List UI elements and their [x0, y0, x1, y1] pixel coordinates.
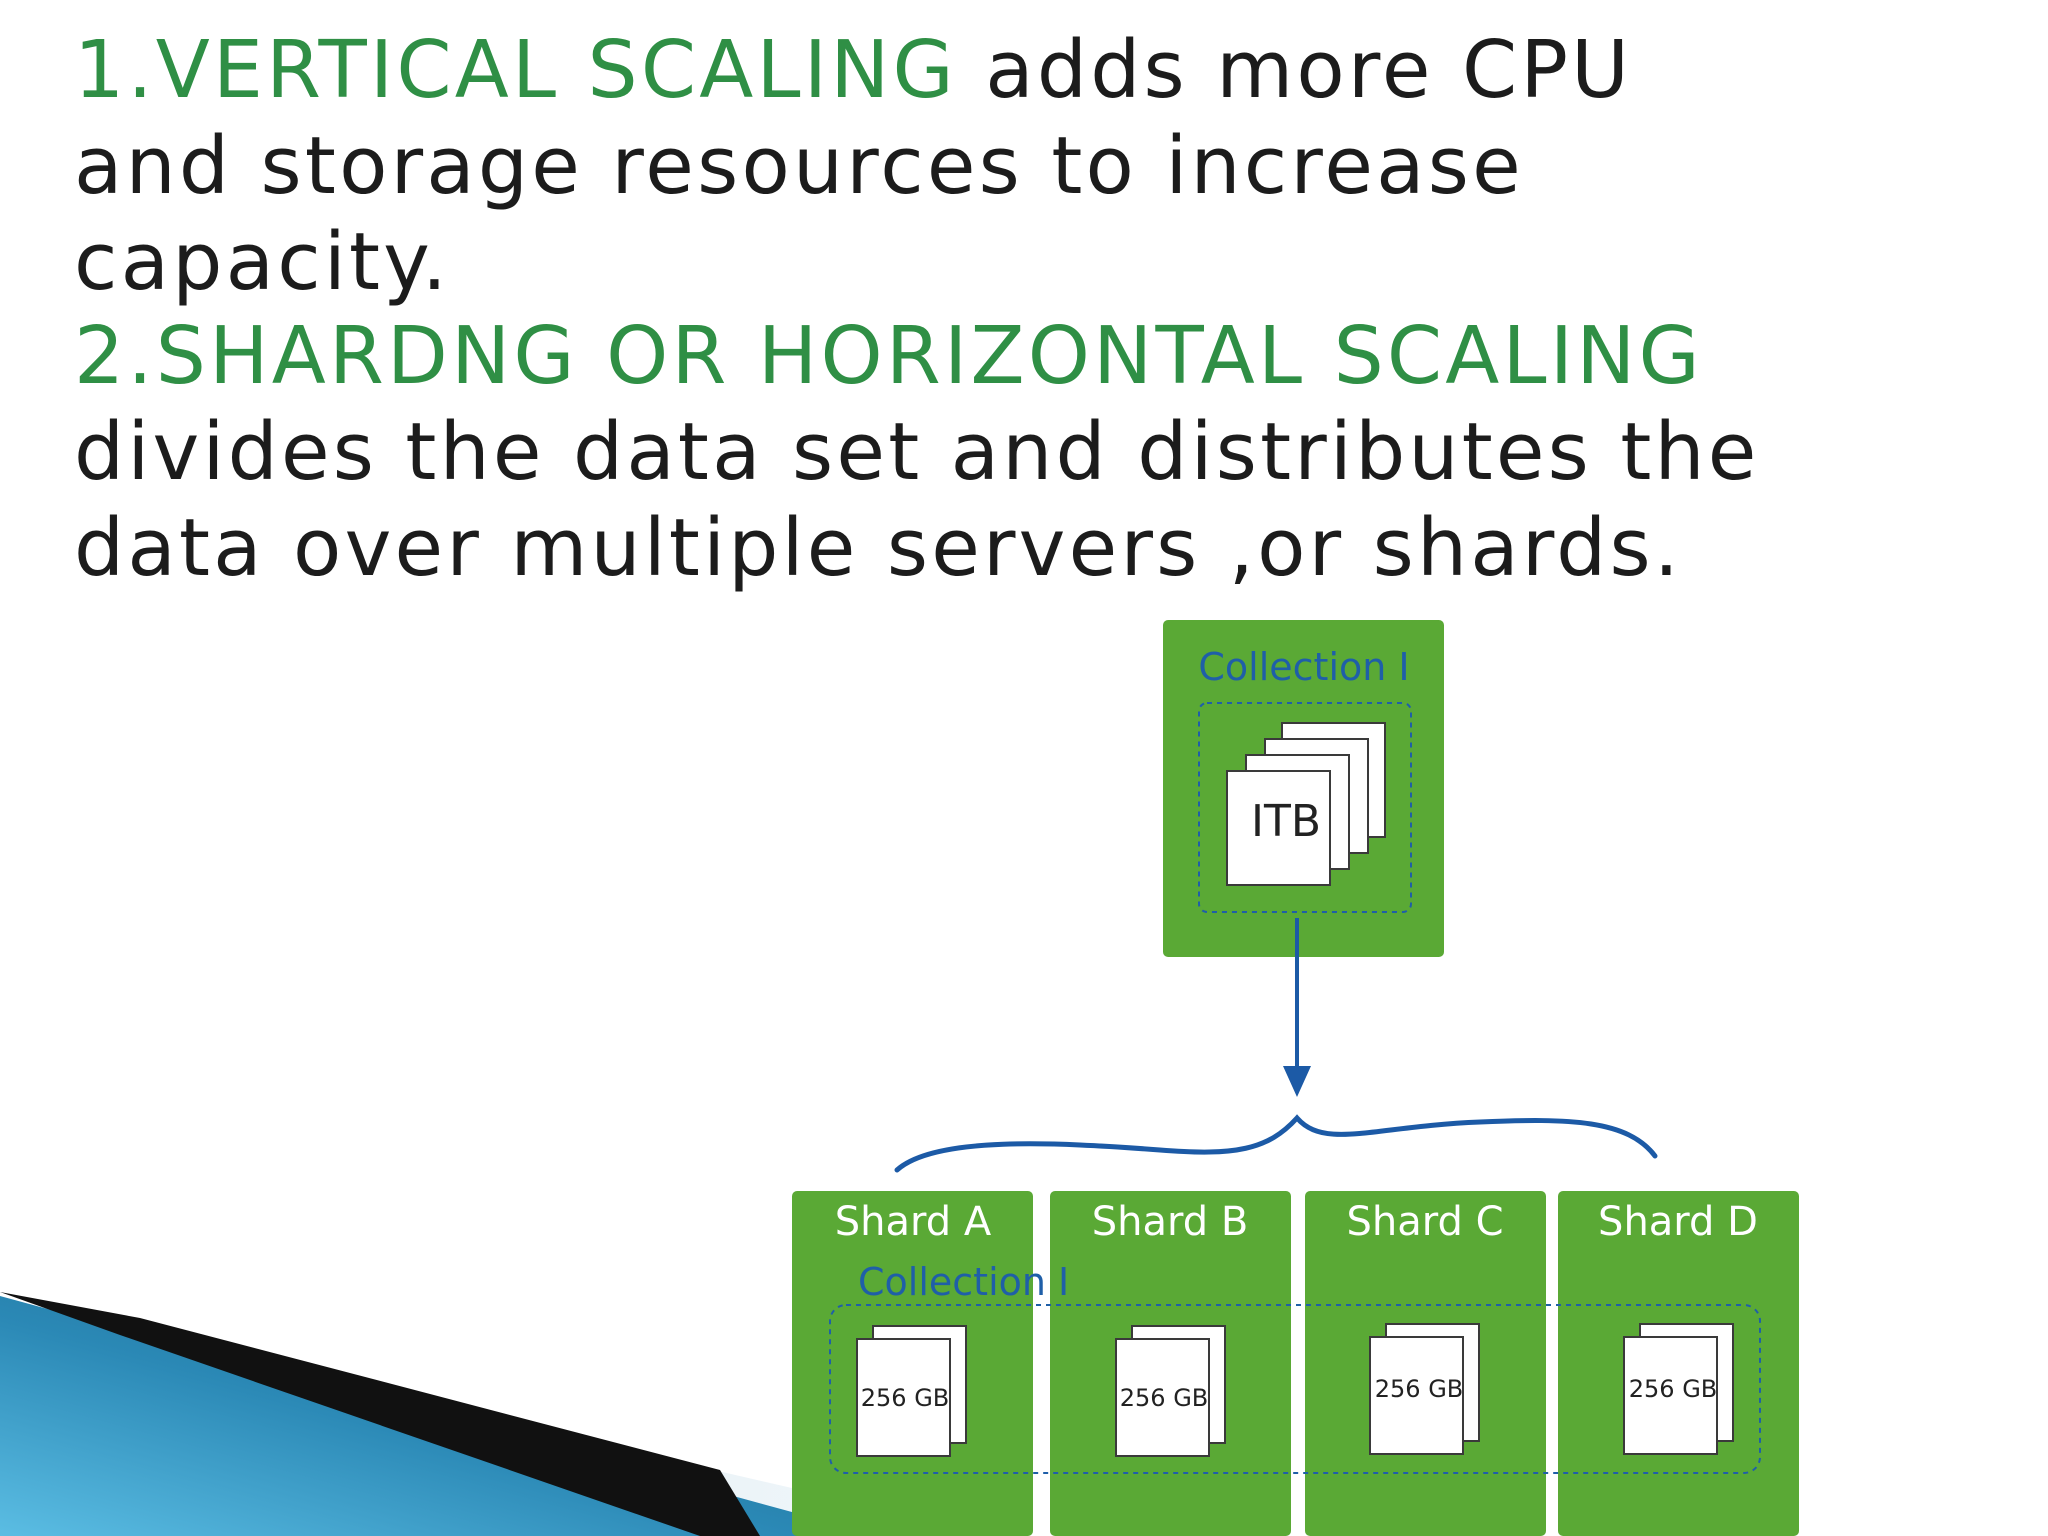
point-vertical-scaling: 1.VERTICAL SCALING adds more CPU and sto… — [74, 22, 1774, 310]
shard-d-title: Shard D — [1598, 1199, 1758, 1245]
document-stack-icon — [1226, 722, 1386, 886]
sharded-collection-label: Collection I — [858, 1260, 1069, 1304]
shard-c-size-label: 256 GB — [1375, 1375, 1464, 1403]
shard-b-size-label: 256 GB — [1120, 1384, 1209, 1412]
sharded-collection-dashed-frame — [829, 1304, 1761, 1474]
point-horizontal-scaling: 2.SHARDNG OR HORIZONTAL SCALING divides … — [74, 308, 1974, 596]
source-collection-label: Collection I — [1198, 645, 1409, 689]
shard-b-title: Shard B — [1092, 1199, 1249, 1245]
distribution-arrow — [1283, 918, 1311, 1097]
vertical-scaling-description: adds more CPU and storage resources to i… — [74, 24, 1633, 308]
source-size-label: ITB — [1251, 796, 1321, 847]
shard-d-document-icon — [1623, 1323, 1734, 1455]
grouping-brace — [894, 1114, 1658, 1173]
source-collection-dashed-frame — [1198, 702, 1412, 913]
horizontal-scaling-description: divides the data set and distributes the… — [74, 406, 1760, 594]
shard-c-document-icon — [1369, 1323, 1480, 1455]
shard-a-size-label: 256 GB — [861, 1384, 950, 1412]
source-collection: Collection I ITB — [1163, 620, 1444, 957]
shard-b-document-icon — [1115, 1325, 1226, 1457]
shard-c-title: Shard C — [1346, 1199, 1503, 1245]
shard-d-size-label: 256 GB — [1629, 1375, 1718, 1403]
horizontal-scaling-heading: 2.SHARDNG OR HORIZONTAL SCALING — [74, 310, 1703, 402]
shard-a-title: Shard A — [835, 1199, 992, 1245]
shard-a-document-icon — [856, 1325, 967, 1457]
vertical-scaling-heading: 1.VERTICAL SCALING — [74, 24, 957, 116]
